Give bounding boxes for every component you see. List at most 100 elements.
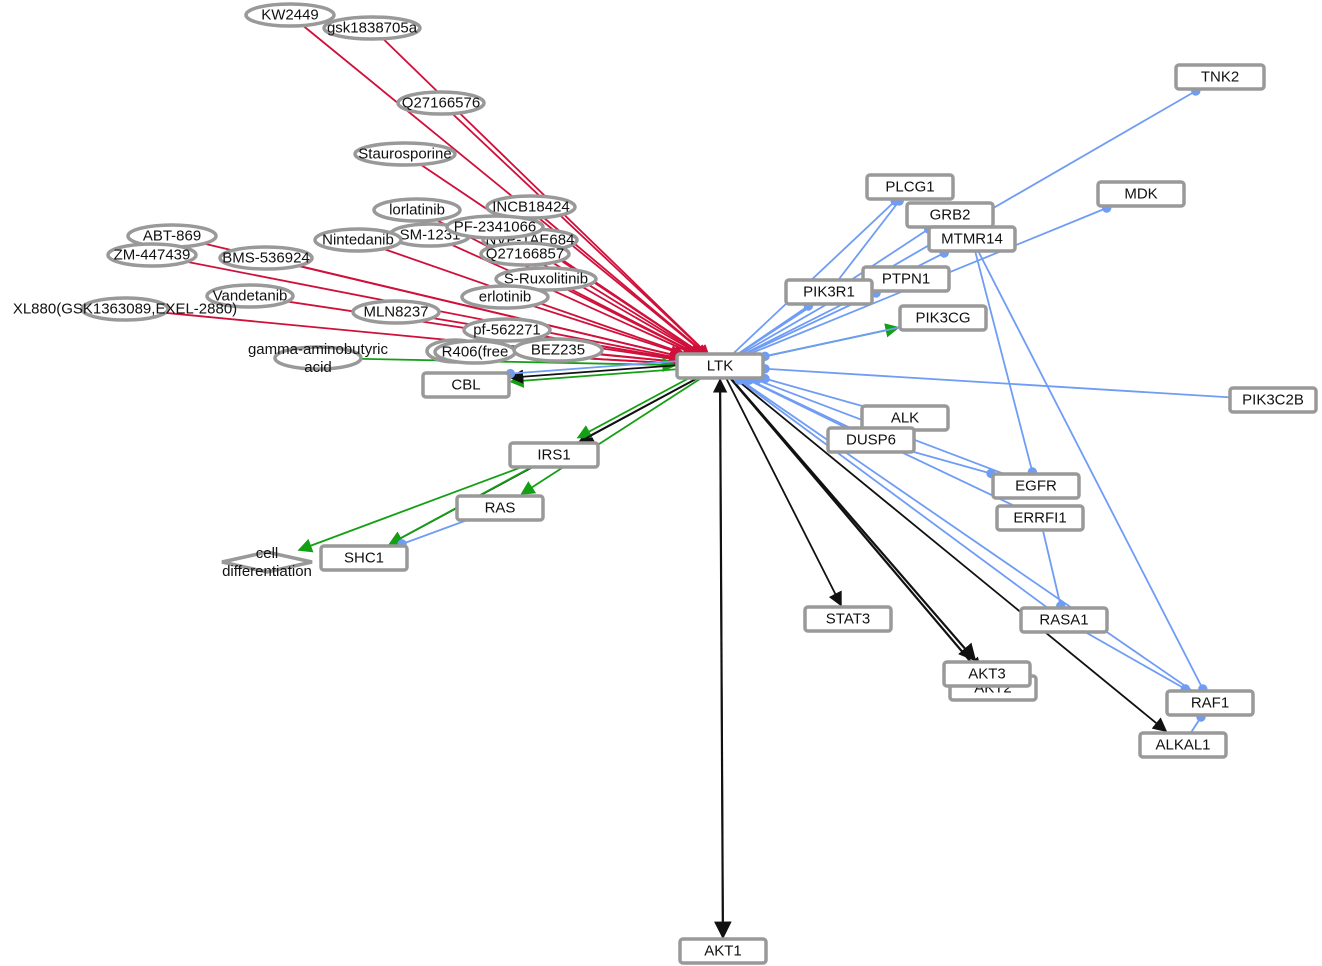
node-label: PIK3C2B bbox=[1242, 392, 1304, 409]
node-erlo[interactable]: erlotinib bbox=[460, 284, 550, 310]
node-stat3[interactable]: STAT3 bbox=[803, 605, 893, 633]
node-label: AKT3 bbox=[968, 666, 1006, 683]
edge-binds bbox=[760, 364, 1274, 401]
node-pik3cg[interactable]: PIK3CG bbox=[898, 304, 988, 332]
node-label: ERRFI1 bbox=[1013, 510, 1066, 527]
node-label: TNK2 bbox=[1201, 69, 1239, 86]
edge-regulates bbox=[719, 365, 842, 607]
node-irs1[interactable]: IRS1 bbox=[508, 441, 600, 469]
node-grb2[interactable]: GRB2 bbox=[905, 201, 995, 229]
node-label: Nintedanib bbox=[322, 232, 394, 249]
edge-regulates bbox=[712, 378, 728, 952]
node-label: RAS bbox=[485, 500, 516, 517]
edge-inhibits bbox=[265, 257, 681, 360]
node-bms[interactable]: BMS-536924 bbox=[218, 245, 314, 271]
node-alk[interactable]: ALK bbox=[860, 404, 950, 432]
edge-inhibits bbox=[371, 27, 710, 356]
node-pik3r1[interactable]: PIK3R1 bbox=[784, 278, 874, 306]
node-stauro[interactable]: Staurosporine bbox=[353, 141, 457, 167]
edge-activates bbox=[520, 365, 721, 495]
node-label: Q27166857 bbox=[486, 246, 564, 263]
node-ninte[interactable]: Nintedanib bbox=[313, 227, 403, 253]
node-shc1[interactable]: SHC1 bbox=[319, 544, 409, 572]
node-label: PF-2341066 bbox=[454, 219, 537, 236]
node-mln[interactable]: MLN8237 bbox=[351, 299, 441, 325]
node-bez[interactable]: BEZ235 bbox=[512, 337, 604, 363]
node-gsk[interactable]: gsk1838705a bbox=[322, 15, 422, 41]
node-abt[interactable]: ABT-869 bbox=[126, 223, 218, 249]
node-label: INCB18424 bbox=[492, 199, 570, 216]
node-xl880[interactable]: XL880(GSK1363089,EXEL-2880) bbox=[13, 296, 237, 322]
edge-regulates bbox=[719, 365, 983, 676]
node-zm[interactable]: ZM-447439 bbox=[106, 242, 198, 268]
node-cbl[interactable]: CBL bbox=[421, 371, 511, 399]
node-plcg1[interactable]: PLCG1 bbox=[865, 173, 955, 201]
node-q57[interactable]: Q27166857 bbox=[479, 241, 571, 267]
node-label: RAF1 bbox=[1191, 695, 1229, 712]
node-label: EGFR bbox=[1015, 478, 1057, 495]
node-label: PTPN1 bbox=[882, 271, 930, 288]
edge-inhibits bbox=[545, 278, 697, 355]
node-dusp6[interactable]: DUSP6 bbox=[826, 426, 916, 454]
node-r406[interactable]: R406(free bbox=[433, 339, 517, 365]
node-kw2449[interactable]: KW2449 bbox=[244, 2, 336, 28]
node-label: LTK bbox=[707, 358, 733, 375]
node-label: S-Ruxolitinib bbox=[504, 271, 588, 288]
edge-binds bbox=[734, 375, 1065, 621]
node-ltk[interactable]: LTK bbox=[675, 352, 765, 380]
node-rasa1[interactable]: RASA1 bbox=[1019, 606, 1109, 634]
node-label: BEZ235 bbox=[531, 342, 585, 359]
node-label: R406(free bbox=[442, 344, 509, 361]
edge-binds bbox=[971, 238, 1038, 477]
node-label: GRB2 bbox=[930, 207, 971, 224]
node-label: PIK3CG bbox=[915, 310, 970, 327]
node-pf56[interactable]: pf-562271 bbox=[462, 317, 552, 343]
node-raf1[interactable]: RAF1 bbox=[1165, 689, 1255, 717]
node-label: ALKAL1 bbox=[1155, 737, 1210, 754]
node-pik3c2b[interactable]: PIK3C2B bbox=[1228, 386, 1318, 414]
node-label: gsk1838705a bbox=[327, 20, 418, 37]
node-lorl[interactable]: lorlatinib bbox=[372, 197, 462, 223]
node-label: Q27166576 bbox=[402, 95, 480, 112]
node-label: Vandetanib bbox=[213, 288, 288, 305]
edge-inhibits bbox=[440, 102, 710, 356]
edge-binds bbox=[828, 196, 904, 293]
node-errfi1[interactable]: ERRFI1 bbox=[995, 504, 1085, 532]
node-label: AKT1 bbox=[704, 943, 742, 960]
node-mtmr14[interactable]: MTMR14 bbox=[927, 225, 1017, 253]
node-label: lorlatinib bbox=[389, 202, 445, 219]
node-mdk[interactable]: MDK bbox=[1096, 180, 1186, 208]
node-pf23[interactable]: PF-2341066 bbox=[445, 214, 545, 240]
node-label: BMS-536924 bbox=[222, 250, 310, 267]
edge-binds bbox=[735, 375, 1211, 704]
node-incb[interactable]: INCB18424 bbox=[485, 194, 577, 220]
node-label: CBL bbox=[451, 377, 480, 394]
node-alkal1[interactable]: ALKAL1 bbox=[1138, 731, 1228, 759]
node-egfr[interactable]: EGFR bbox=[991, 472, 1081, 500]
node-label: KW2449 bbox=[261, 7, 319, 24]
nodes-layer: KW2449 gsk1838705aQ27166576StaurosporineI… bbox=[13, 2, 1318, 965]
node-label: PLCG1 bbox=[885, 179, 934, 196]
node-q76[interactable]: Q27166576 bbox=[396, 90, 486, 116]
edge-inhibits bbox=[289, 14, 708, 356]
node-label: pf-562271 bbox=[473, 322, 541, 339]
node-label: MTMR14 bbox=[941, 231, 1003, 248]
node-label: Staurosporine bbox=[358, 146, 451, 163]
node-label: ABT-869 bbox=[143, 228, 201, 245]
node-ptpn1[interactable]: PTPN1 bbox=[861, 265, 951, 293]
node-rux[interactable]: S-Ruxolitinib bbox=[494, 266, 598, 292]
edge-activates bbox=[297, 454, 555, 553]
node-vand[interactable]: Vandetanib bbox=[205, 283, 295, 309]
node-label: XL880(GSK1363089,EXEL-2880) bbox=[13, 301, 237, 318]
node-label: MDK bbox=[1124, 186, 1157, 203]
node-akt3[interactable]: AKT3 bbox=[942, 660, 1032, 688]
edge-binds bbox=[971, 238, 1208, 694]
node-akt1[interactable]: AKT1 bbox=[678, 937, 768, 965]
node-ras[interactable]: RAS bbox=[455, 494, 545, 522]
node-label: SHC1 bbox=[344, 550, 384, 567]
node-label: PIK3R1 bbox=[803, 284, 855, 301]
node-tnk2[interactable]: TNK2 bbox=[1174, 63, 1266, 91]
